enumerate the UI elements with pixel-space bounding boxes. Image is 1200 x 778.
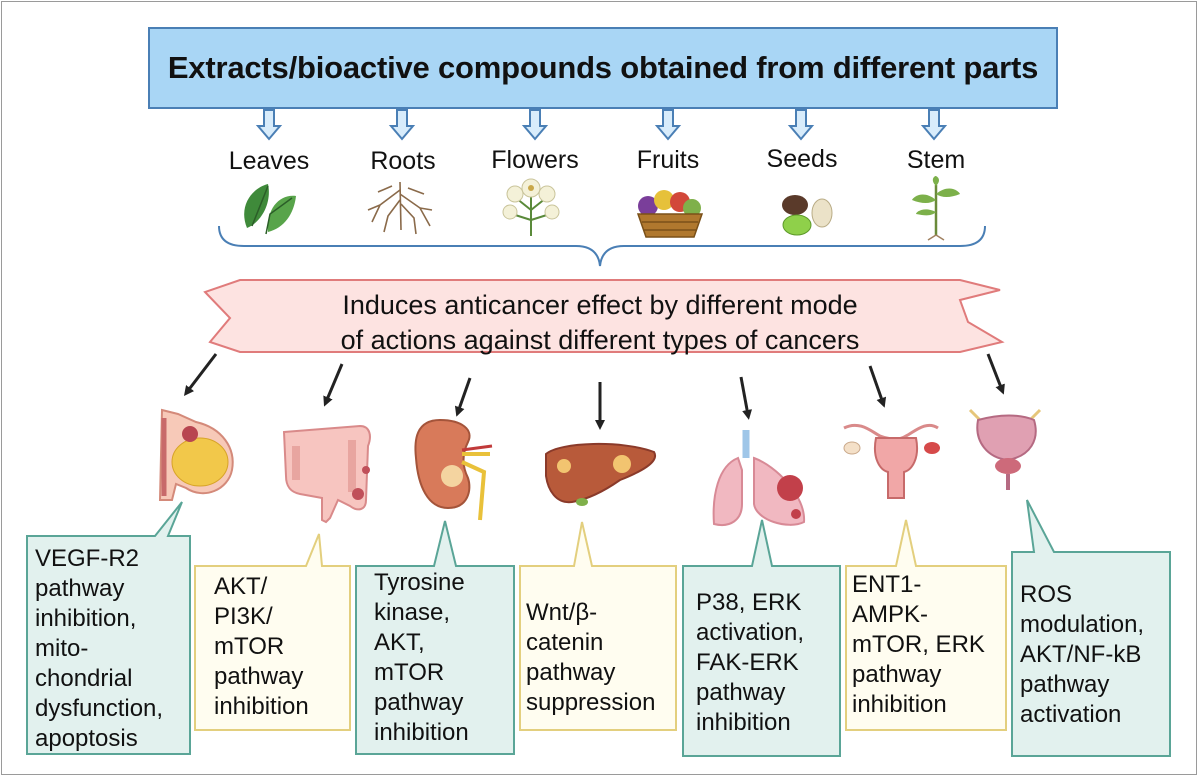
callout-box-3: [355, 520, 515, 755]
callout-line: AKT/NF-kB: [1020, 641, 1142, 668]
banner-shape: [203, 279, 1005, 353]
callout-line: inhibition: [696, 709, 791, 736]
part-label-stem: Stem: [906, 146, 966, 174]
down-arrow-icon: [255, 109, 283, 141]
callout-line: catenin: [526, 629, 604, 656]
callout-text-5: P38, ERK activation, FAK-ERK pathway inh…: [696, 588, 804, 738]
callout-box-5: [682, 519, 841, 757]
seeds-icon: [782, 195, 833, 236]
stem-icon: [912, 176, 960, 241]
callout-box-7: [1011, 499, 1171, 757]
callout-line: AKT,: [374, 629, 425, 656]
arrow-icon: [739, 376, 753, 420]
callout-line: inhibition: [852, 691, 947, 718]
part-label-leaves: Leaves: [228, 147, 310, 175]
title-text: Extracts/bioactive compounds obtained fr…: [167, 50, 1039, 85]
callout-line: mTOR: [374, 659, 445, 686]
callout-line: kinase,: [374, 599, 451, 626]
callout-line: suppression: [526, 689, 656, 716]
down-arrow-icon: [920, 109, 948, 141]
part-label-roots: Roots: [370, 147, 436, 175]
callout-line: pathway: [696, 679, 786, 706]
callout-text-6: ENT1- AMPK- mTOR, ERK pathway inhibition: [852, 570, 985, 720]
bladder-prostate-icon: [968, 408, 1042, 490]
arrow-icon: [454, 377, 472, 417]
callout-line: mTOR: [214, 633, 285, 660]
liver-icon: [545, 442, 657, 506]
callout-line: mTOR, ERK: [852, 631, 985, 658]
callout-line: P38, ERK: [696, 589, 802, 616]
callout-text-7: ROS modulation, AKT/NF-kB pathway activa…: [1020, 580, 1144, 730]
callout-line: AKT/: [214, 573, 268, 600]
down-arrow-icon: [521, 109, 549, 141]
banner-text: Induces anticancer effect by different m…: [240, 288, 960, 358]
callout-line: activation: [1020, 701, 1122, 728]
callout-line: inhibition,: [35, 605, 137, 632]
callout-line: pathway: [214, 663, 304, 690]
arrow-icon: [183, 353, 218, 396]
lungs-icon: [712, 430, 806, 526]
callout-line: pathway: [852, 661, 942, 688]
down-arrow-icon: [654, 109, 682, 141]
callout-box-6: [845, 519, 1007, 731]
hollow-arrows: [255, 109, 948, 141]
uterus-icon: [843, 423, 940, 499]
callout-line: ENT1-: [852, 571, 922, 598]
callout-line: PI3K/: [214, 603, 273, 630]
callout-line: mito-: [35, 635, 89, 662]
callout-line: pathway: [35, 575, 125, 602]
callout-text-3: Tyrosine kinase, AKT, mTOR pathway inhib…: [374, 568, 469, 748]
callout-line: inhibition: [374, 719, 469, 746]
callout-line: Tyrosine: [374, 569, 465, 596]
arrow-icon: [323, 363, 344, 407]
callout-line: modulation,: [1020, 611, 1145, 638]
part-label-flowers: Flowers: [491, 146, 579, 174]
part-label-seeds: Seeds: [766, 145, 838, 173]
callout-line: ROS: [1020, 581, 1073, 608]
callout-text-4: Wnt/β- catenin pathway suppression: [526, 598, 655, 718]
down-arrow-icon: [388, 109, 416, 141]
fruits-icon: [636, 190, 704, 238]
callout-line: FAK-ERK: [696, 649, 799, 676]
callout-box-2: [194, 533, 351, 731]
roots-icon: [367, 181, 433, 235]
callout-line: AMPK-: [852, 601, 929, 628]
callout-line: pathway: [1020, 671, 1110, 698]
callout-line: activation,: [696, 619, 805, 646]
callout-line: pathway: [526, 659, 616, 686]
banner-line-1: Induces anticancer effect by different m…: [342, 290, 858, 320]
callout-line: dysfunction,: [35, 695, 164, 722]
callout-line: VEGF-R2: [35, 545, 140, 572]
callout-line: apoptosis: [35, 725, 138, 752]
callout-line: pathway: [374, 689, 464, 716]
leaves-icon: [244, 184, 296, 235]
kidney-icon: [414, 418, 493, 521]
callout-line: chondrial: [35, 665, 133, 692]
curly-brace: [218, 225, 986, 267]
banner-line-2: of actions against different types of ca…: [340, 325, 860, 355]
callout-box-1: [26, 501, 191, 755]
arrow-icon: [868, 365, 887, 408]
callout-text-2: AKT/ PI3K/ mTOR pathway inhibition: [214, 572, 309, 722]
callout-line: Wnt/β-: [526, 599, 598, 626]
organ-arrows: [183, 353, 1005, 430]
callout-text-1: VEGF-R2 pathway inhibition, mito- chondr…: [35, 544, 163, 754]
callout-box-4: [519, 521, 677, 731]
part-label-fruits: Fruits: [636, 146, 700, 174]
title-box: Extracts/bioactive compounds obtained fr…: [148, 27, 1058, 109]
down-arrow-icon: [787, 109, 815, 141]
callout-line: inhibition: [214, 693, 309, 720]
breast-icon: [158, 408, 234, 501]
flowers-icon: [502, 178, 560, 236]
colon-icon: [282, 424, 371, 524]
arrow-icon: [986, 353, 1005, 395]
